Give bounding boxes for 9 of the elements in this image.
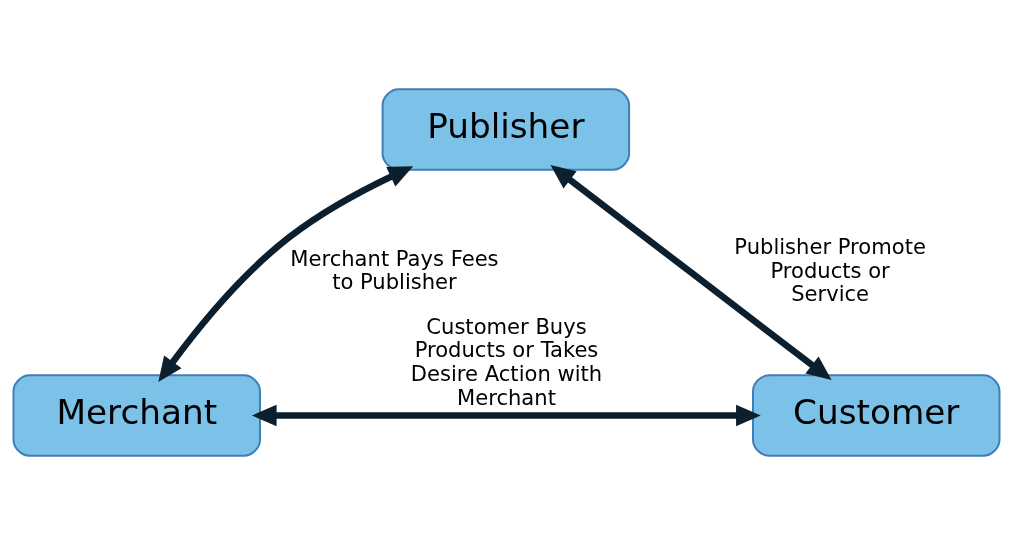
arrow (550, 164, 832, 381)
node-box: Merchant (12, 374, 261, 457)
edge-label: Merchant Pays Fees to Publisher (290, 245, 499, 295)
arrow (251, 404, 761, 427)
arrow (158, 166, 414, 382)
edge-label: Publisher Promote Products or Service (734, 233, 926, 307)
edge-label: Customer Buys Products or Takes Desire Action with Merchant (410, 313, 603, 410)
node-box: Customer (752, 374, 1001, 457)
node-box: Publisher (381, 88, 631, 171)
